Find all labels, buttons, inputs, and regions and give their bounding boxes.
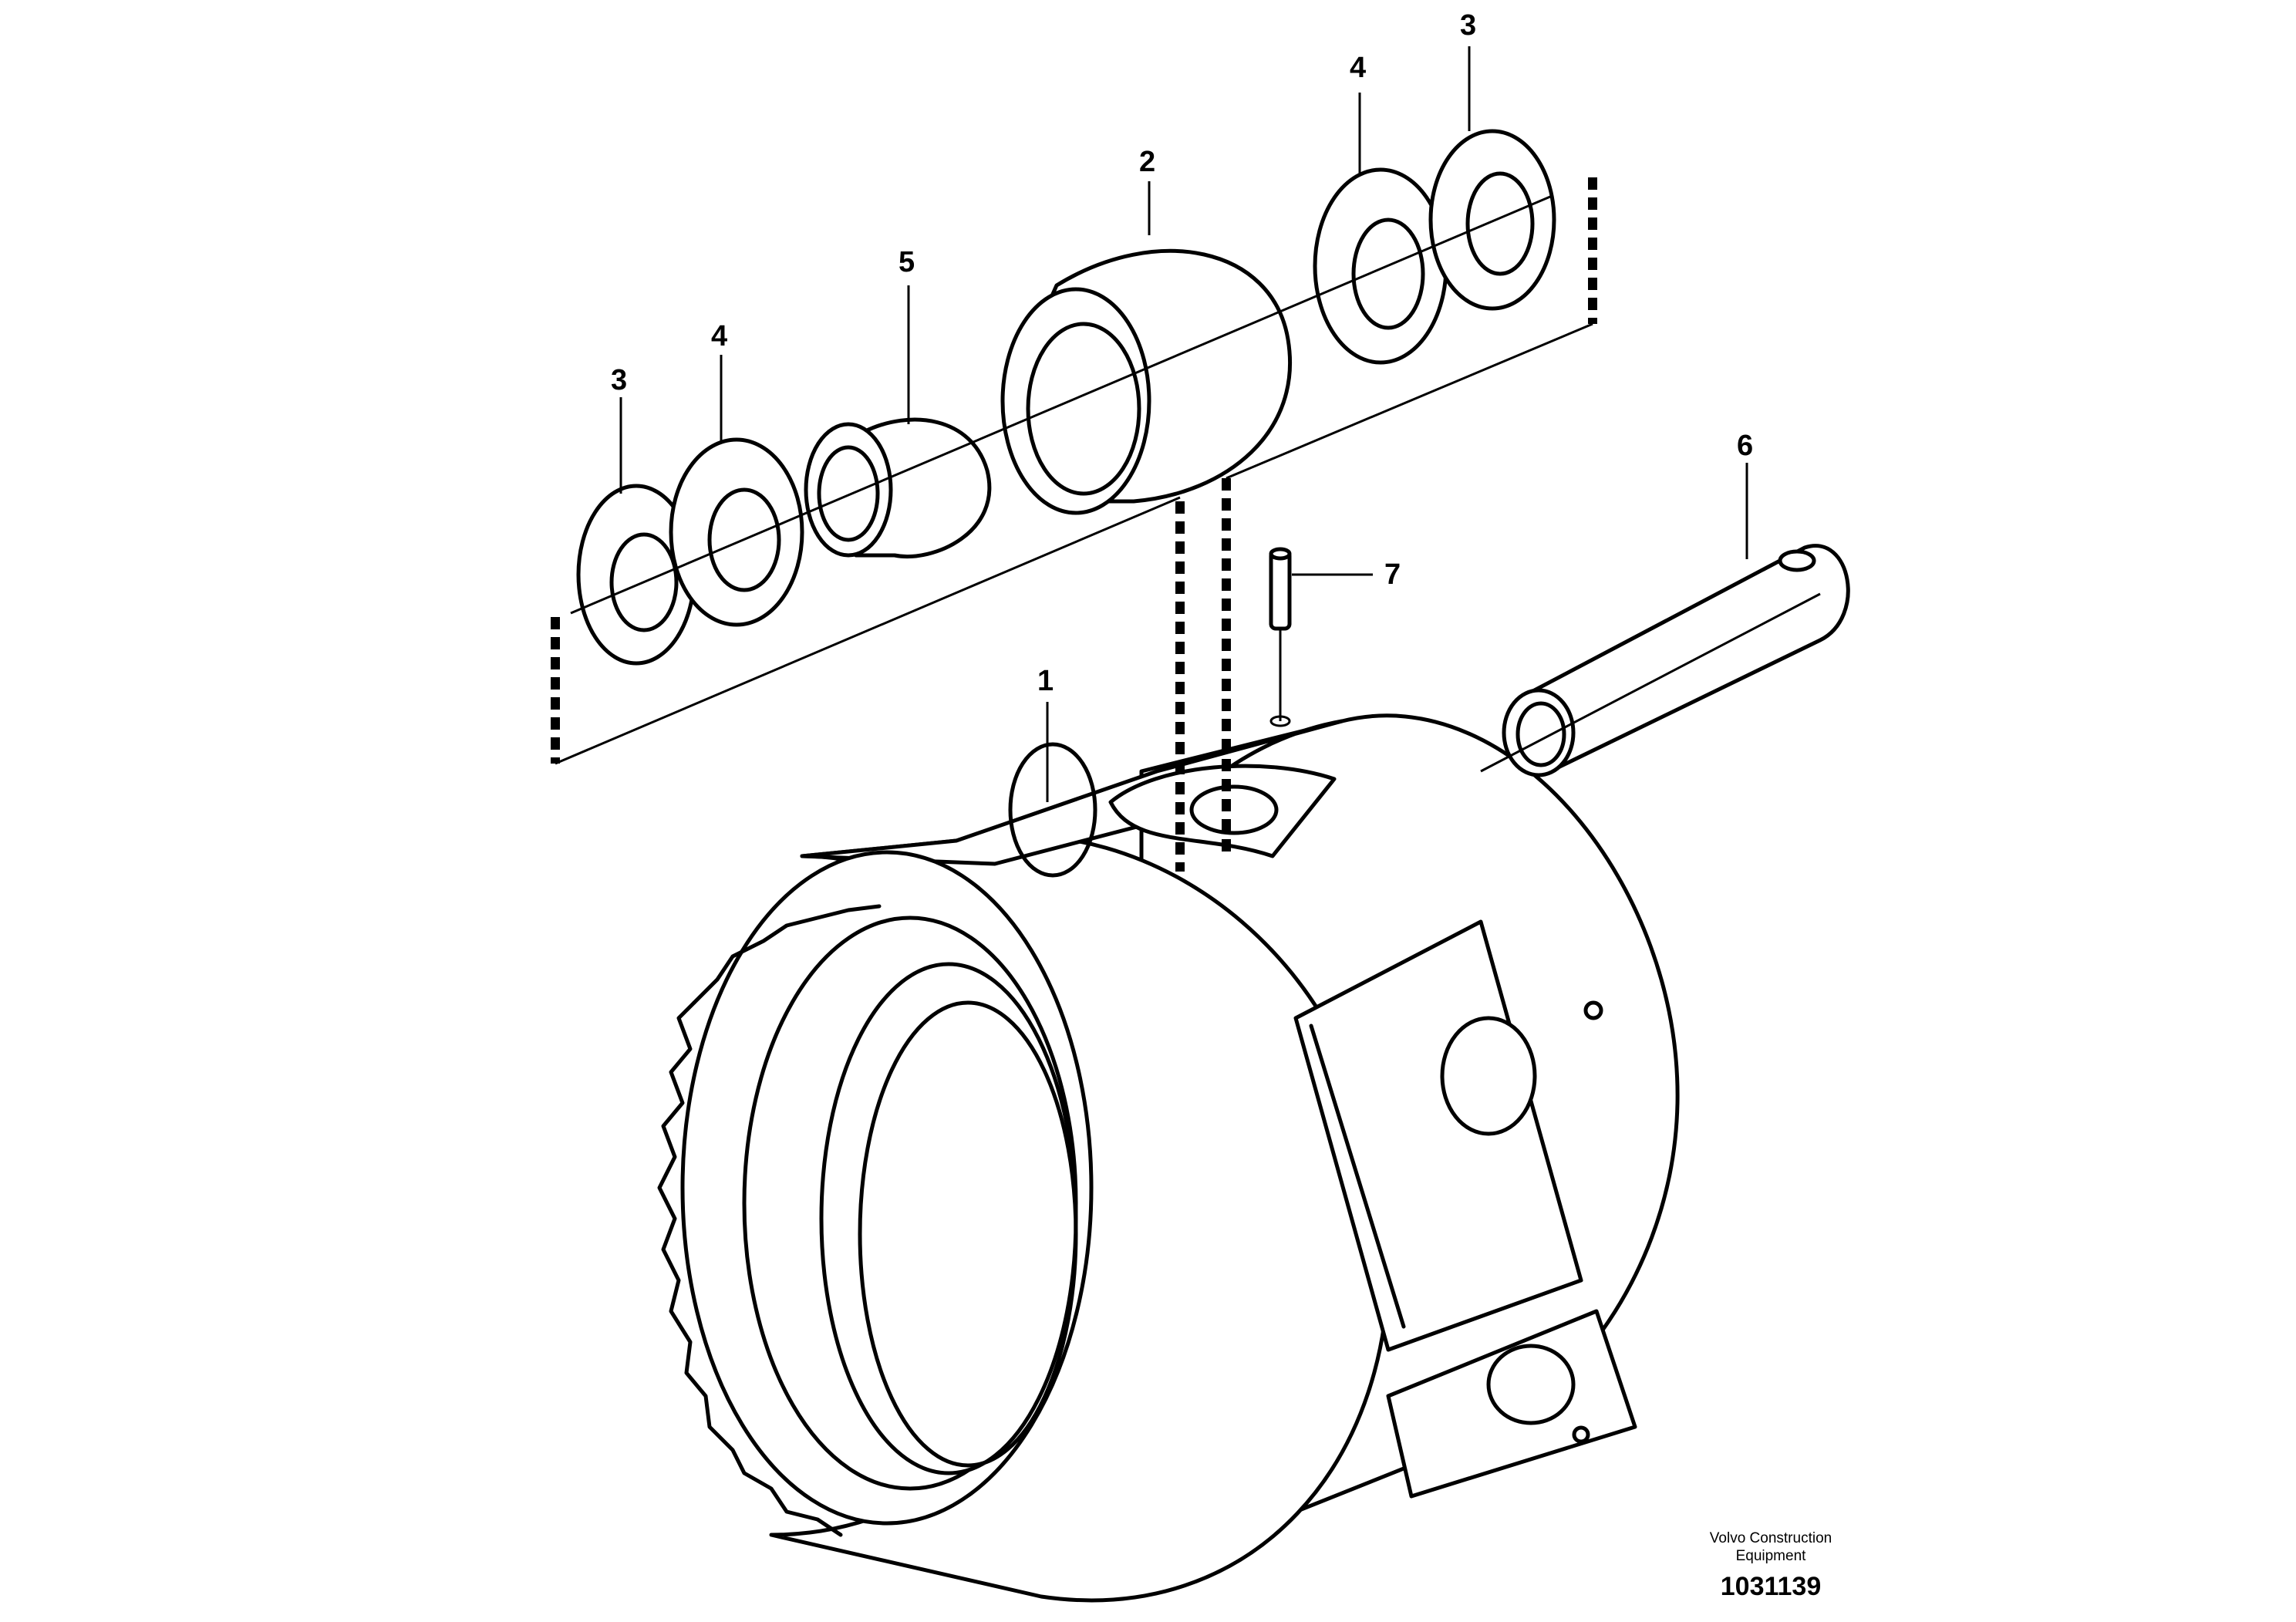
maker-line-1: Volvo Construction bbox=[1710, 1530, 1832, 1546]
footer: Volvo Construction Equipment 1031139 bbox=[1710, 1530, 1832, 1601]
washer-4-right bbox=[1313, 167, 1448, 365]
callouts: 1 2 3 3 4 4 5 6 7 bbox=[611, 9, 1753, 697]
carrier-ring-gear bbox=[657, 850, 1094, 1537]
callout-1: 1 bbox=[1037, 665, 1054, 697]
planet-carrier bbox=[769, 713, 1680, 1603]
callout-5: 5 bbox=[899, 246, 915, 278]
washer-4-left bbox=[669, 437, 804, 627]
callout-3-left: 3 bbox=[611, 364, 627, 396]
washer-3-right bbox=[1428, 129, 1556, 311]
callout-3-right: 3 bbox=[1460, 9, 1476, 42]
callout-4-left: 4 bbox=[711, 320, 727, 352]
shaft-6 bbox=[1502, 544, 1850, 777]
maker-line-2: Equipment bbox=[1736, 1548, 1807, 1564]
callout-4-right: 4 bbox=[1350, 52, 1366, 84]
planet-gear-2 bbox=[1000, 248, 1292, 515]
assembly-lines bbox=[551, 177, 1821, 872]
bearing-5 bbox=[804, 417, 992, 558]
callout-2: 2 bbox=[1139, 146, 1155, 178]
callout-7: 7 bbox=[1384, 558, 1401, 591]
leader-lines bbox=[619, 46, 1748, 802]
pin-7 bbox=[1269, 547, 1292, 631]
callout-6: 6 bbox=[1737, 430, 1753, 462]
drawing-number: 1031139 bbox=[1721, 1572, 1822, 1601]
